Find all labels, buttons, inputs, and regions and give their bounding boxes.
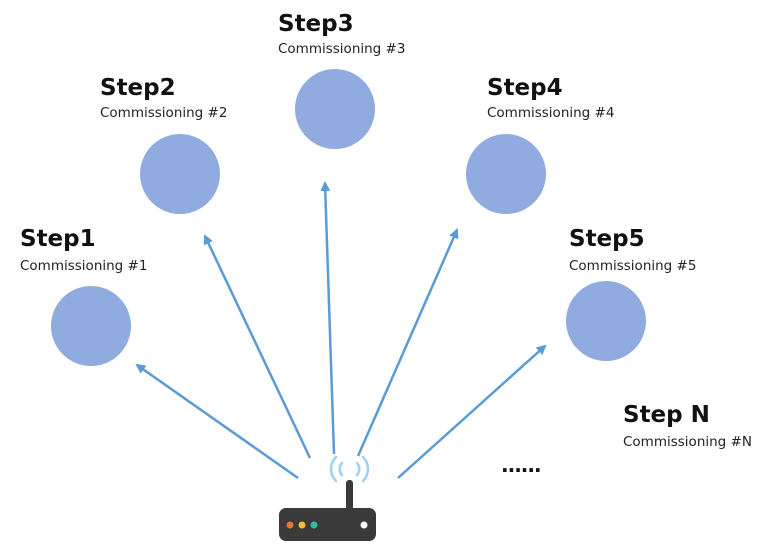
step-n-subtitle: Commissioning #N <box>623 434 752 450</box>
step-2-subtitle: Commissioning #2 <box>100 105 228 121</box>
step-node-2 <box>140 134 220 214</box>
arrow-to-step-1 <box>135 363 299 480</box>
step-node-5 <box>566 281 646 361</box>
step-4-subtitle: Commissioning #4 <box>487 105 615 121</box>
more-steps-ellipsis: ...... <box>501 453 542 477</box>
step-5-title: Step5 <box>569 226 645 252</box>
router-led-green <box>310 521 318 529</box>
step-node-1 <box>51 286 131 366</box>
step-2-title: Step2 <box>100 75 176 101</box>
step-n-title: Step N <box>623 402 710 428</box>
arrow-to-step-3 <box>320 181 336 455</box>
step-node-3 <box>295 69 375 149</box>
connection-arrows <box>135 181 547 480</box>
arrow-to-step-4 <box>356 228 459 457</box>
router-led-yellow <box>298 521 306 529</box>
step-3-title: Step3 <box>278 11 354 37</box>
wifi-signal-icon <box>329 455 370 483</box>
step-1-subtitle: Commissioning #1 <box>20 258 148 274</box>
step-3-subtitle: Commissioning #3 <box>278 41 406 57</box>
step-1-title: Step1 <box>20 226 96 252</box>
step-node-4 <box>466 134 546 214</box>
arrow-to-step-5 <box>397 344 547 479</box>
step-nodes <box>51 69 646 366</box>
router-body <box>279 508 376 541</box>
arrow-to-step-2 <box>203 234 312 459</box>
step-4-title: Step4 <box>487 75 563 101</box>
router-antenna <box>346 480 353 510</box>
step-5-subtitle: Commissioning #5 <box>569 258 697 274</box>
router-led-orange <box>286 521 294 529</box>
router-power-light <box>360 521 368 529</box>
router-icon <box>279 455 376 541</box>
